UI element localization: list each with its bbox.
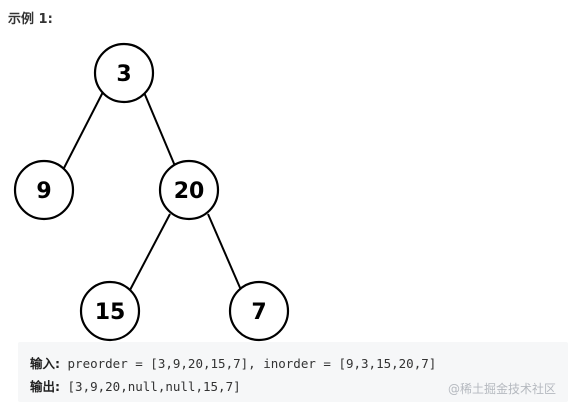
edge-3-9	[63, 89, 105, 169]
input-line: 输入: preorder = [3,9,20,15,7], inorder = …	[30, 353, 436, 372]
tree-node-right: 20	[158, 159, 220, 221]
example-code-block: 输入: preorder = [3,9,20,15,7], inorder = …	[18, 342, 568, 402]
output-label: 输出:	[30, 379, 60, 394]
tree-node-right-right: 7	[228, 280, 290, 342]
edge-3-20	[142, 89, 176, 167]
tree-node-left-label: 9	[36, 179, 51, 204]
tree-node-right-left-label: 15	[95, 300, 126, 325]
example-heading: 示例 1:	[8, 12, 53, 27]
edge-20-15	[129, 213, 171, 291]
tree-edges	[63, 89, 242, 291]
tree-node-right-right-label: 7	[251, 300, 266, 325]
watermark: @稀土掘金技术社区	[447, 382, 556, 396]
tree-node-right-left: 15	[79, 280, 141, 342]
input-label: 输入:	[30, 356, 60, 371]
tree-node-left: 9	[13, 159, 75, 221]
output-line: 输出: [3,9,20,null,null,15,7]	[30, 376, 241, 395]
tree-node-root-label: 3	[116, 62, 131, 87]
output-value: [3,9,20,null,null,15,7]	[60, 379, 241, 394]
input-value: preorder = [3,9,20,15,7], inorder = [9,3…	[60, 356, 437, 371]
tree-node-right-label: 20	[174, 179, 205, 204]
edge-20-7	[207, 213, 242, 291]
tree-node-root: 3	[93, 42, 155, 104]
